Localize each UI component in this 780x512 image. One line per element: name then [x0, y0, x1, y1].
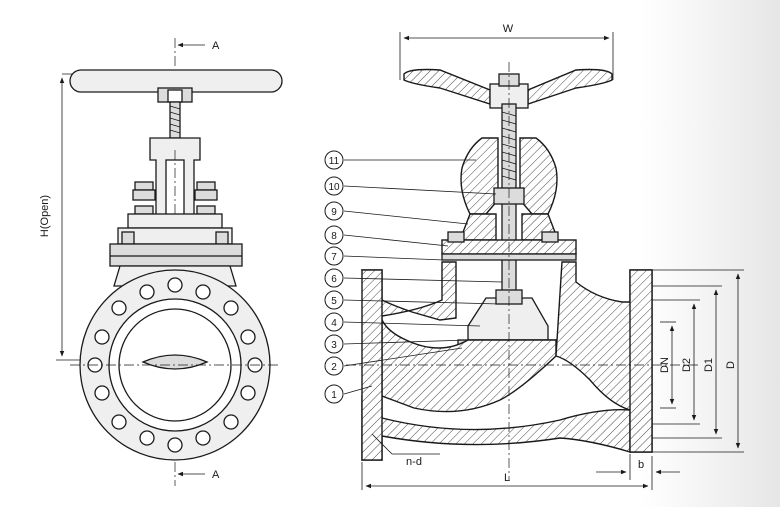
handwheel-rim-right — [527, 68, 613, 105]
l-label: L — [504, 472, 510, 484]
part-bubble-2 — [324, 356, 344, 376]
svg-text:A: A — [212, 469, 220, 481]
yoke-right — [519, 137, 558, 215]
dn-label: DN — [659, 357, 671, 373]
svg-text:9: 9 — [331, 207, 337, 218]
part-bubble-3 — [324, 334, 344, 354]
svg-text:1: 1 — [331, 390, 337, 401]
part-bubble-11 — [324, 150, 344, 170]
outlet-flange — [629, 269, 653, 453]
bolt-left — [447, 231, 465, 243]
part-bubble-6 — [324, 268, 344, 288]
bonnet — [117, 227, 233, 245]
svg-text:4: 4 — [331, 318, 337, 329]
d-label: D — [725, 361, 737, 369]
body-right — [555, 261, 653, 453]
handwheel-rim-left — [403, 68, 491, 105]
svg-text:5: 5 — [331, 296, 337, 307]
w-label: W — [503, 23, 514, 35]
bonnet-bolts — [121, 231, 229, 245]
stem-thread — [169, 101, 181, 139]
svg-text:3: 3 — [331, 340, 337, 351]
bolt-hole-callout: n-d — [371, 433, 440, 468]
part-bubble-8 — [324, 225, 344, 245]
part-bubble-4 — [324, 312, 344, 332]
front-view: H(Open) — [39, 38, 283, 486]
body-left — [360, 261, 557, 413]
body-bottom — [361, 395, 631, 461]
part-callouts: 11 10 9 8 7 6 5 4 3 2 1 — [324, 150, 503, 404]
section-marker-bottom: A — [174, 462, 220, 486]
part-bubble-5 — [324, 290, 344, 310]
yoke-left — [460, 137, 499, 215]
svg-text:10: 10 — [328, 182, 340, 193]
hub-nut — [167, 89, 183, 103]
bonnet-left — [458, 213, 497, 241]
h-open-label: H(Open) — [39, 195, 51, 237]
svg-text:A: A — [212, 40, 220, 52]
d2-label: D2 — [681, 358, 693, 372]
disc-wedge — [141, 354, 209, 370]
svg-text:11: 11 — [329, 156, 340, 167]
part-bubble-10 — [324, 176, 344, 196]
section-marker-top: A — [174, 38, 220, 68]
svg-text:8: 8 — [331, 231, 337, 242]
body-flange-top — [109, 243, 243, 267]
section-view: W — [324, 23, 744, 490]
flange-dimensions — [652, 269, 744, 453]
flange-bolt-holes — [87, 277, 263, 453]
svg-text:7: 7 — [331, 252, 337, 263]
d1-label: D1 — [703, 358, 715, 372]
part-bubble-9 — [324, 201, 344, 221]
svg-text:2: 2 — [331, 362, 337, 373]
part-bubble-1 — [324, 384, 344, 404]
bolt-right — [541, 231, 559, 243]
part-bubble-7 — [324, 246, 344, 266]
svg-text:6: 6 — [331, 274, 337, 285]
svg-text:n-d: n-d — [406, 456, 422, 468]
b-label: b — [638, 459, 644, 471]
